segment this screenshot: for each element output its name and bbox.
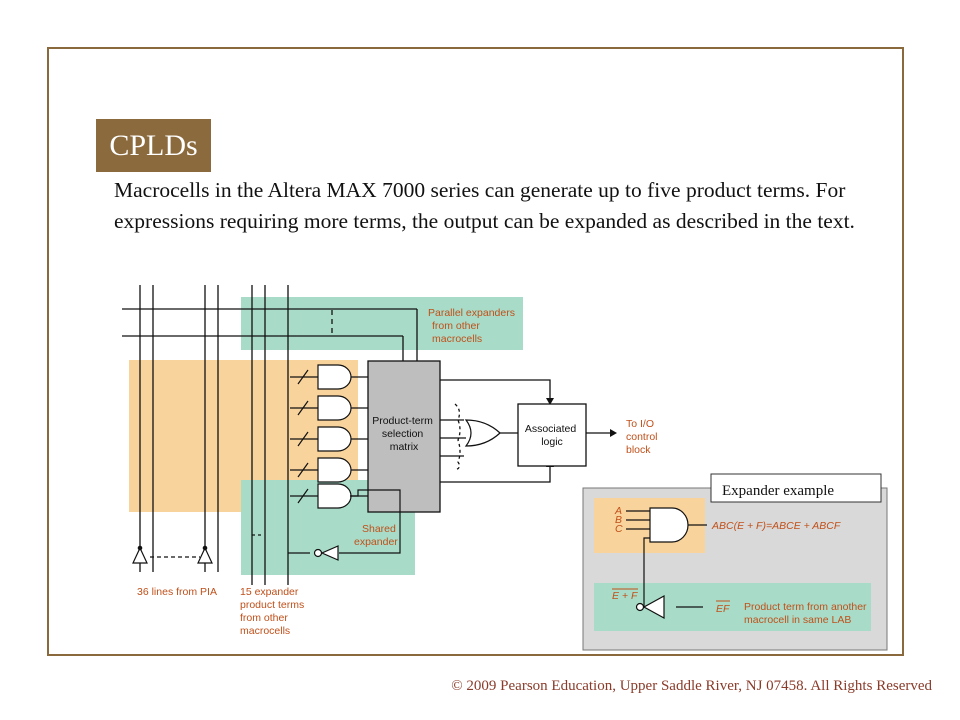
and-gate-5 [317,483,352,509]
matrix-label: Product-term selection matrix [372,415,436,453]
shared-expander-inverter [320,545,339,561]
inset-inverter-bubble [635,602,645,612]
matrix-output-wiring [440,379,612,483]
parallel-expander-wiring [122,308,418,362]
pia-lines-label: 36 lines from PIA [137,586,217,598]
and-gate-4 [317,457,352,483]
pia-input-lines [139,285,289,585]
to-io-label: To I/O control block [626,418,660,456]
and-gate-3 [317,426,352,452]
and-gate-2 [317,395,352,421]
slide-frame [47,47,904,656]
slide-body-text: Macrocells in the Altera MAX 7000 series… [114,178,855,233]
shared-expander-label: Shared expander [354,523,399,548]
copyright-footer: © 2009 Pearson Education, Upper Saddle R… [451,678,932,694]
slide-title: CPLDs [96,119,211,172]
shared-expander-wiring [252,489,401,554]
or-gate [464,419,501,447]
associated-logic-label: Associated logic [525,423,579,448]
associated-logic-block [517,403,587,467]
parallel-expanders-label: Parallel expanders from other macrocells [428,307,518,345]
and-gate-array [290,364,368,509]
expander-example-label: Expander example [722,483,834,499]
ef-product-label: EF [716,603,730,615]
pia-buffers [132,546,213,564]
ef-sum-label: E + F [612,590,638,602]
product-term-note: Product term from another macrocell in s… [744,601,869,626]
inverter-bubble [313,548,323,558]
product-term-selection-matrix [367,360,441,513]
inset-and-gate [649,507,689,543]
expander-example-label-box [710,473,882,503]
and-output-expression: ABC(E + F)=ABCE + ABCF [711,520,841,532]
inset-inverter [642,594,665,620]
expander-example-diagram: A B C ABC(E + F)=ABCE + ABCF E + F EF Pr… [612,505,869,626]
expander-terms-label: 15 expander product terms from other mac… [240,586,307,637]
and-gate-1 [317,364,352,390]
junction-dot [137,545,143,551]
junction-dot [202,545,208,551]
inset-input-labels: A B C [614,505,625,535]
